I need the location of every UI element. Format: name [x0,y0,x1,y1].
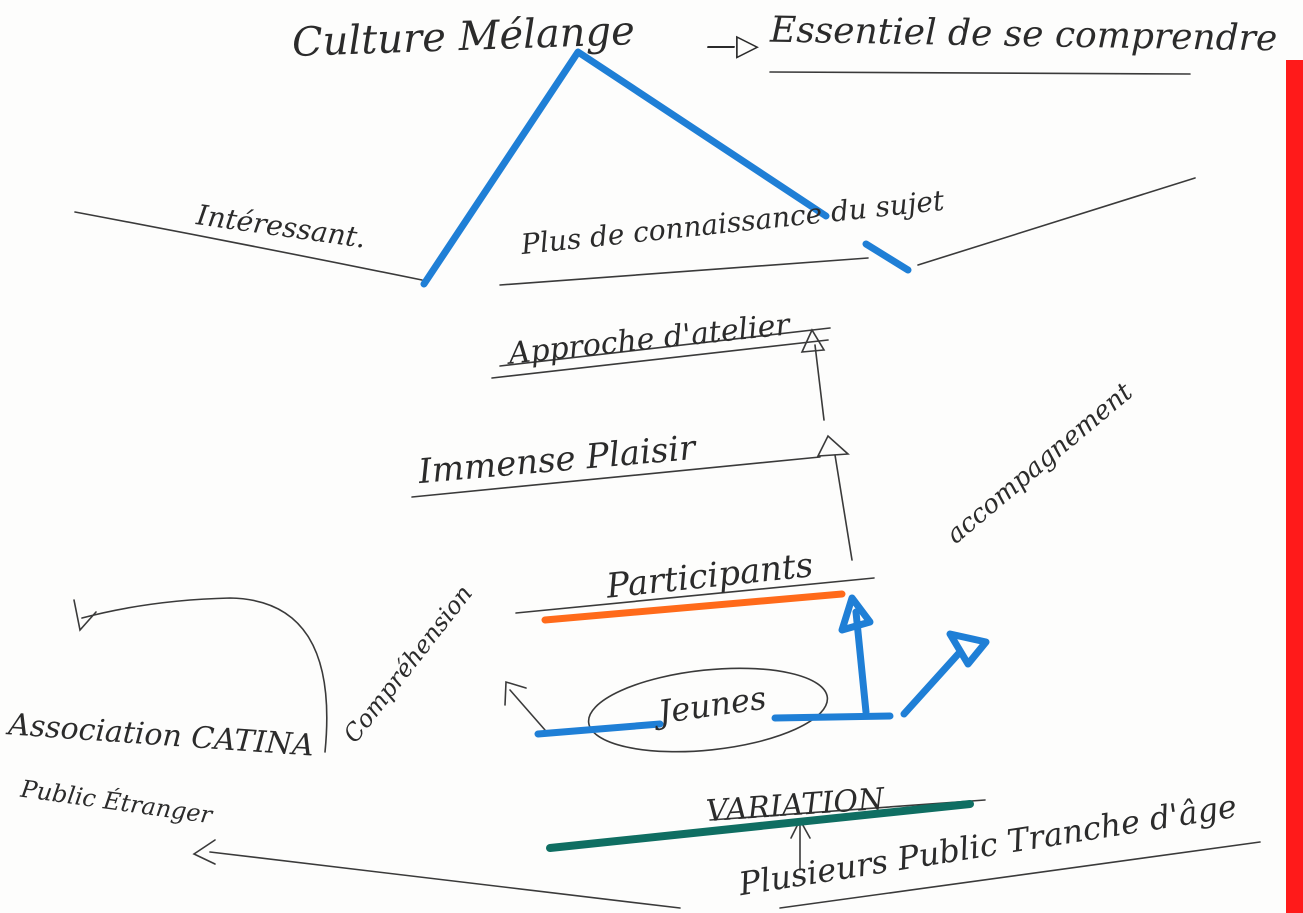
orange-participants-line [541,590,846,624]
interessant-underline [74,211,423,281]
arrow-to-essentiel: —▷ [706,28,760,63]
jeunes-ellipse [587,667,829,753]
participants-underline [515,577,875,614]
arrowhead-association [73,599,97,632]
approche-underline-1 [491,339,829,379]
arrowhead-approche [800,328,826,353]
blue-arrowhead-up [838,594,874,634]
green-variation-line [546,800,974,852]
essentiel-underline [769,71,1191,75]
arrowhead-plaisir [816,434,850,457]
plusieurs-underline [779,841,1261,909]
comprehension-arrow-line [509,689,546,731]
red-edge-strip [1286,60,1303,913]
right-slope-line [917,177,1196,266]
blue-arrow-accompagnement [900,648,964,718]
blue-jeunes-left [534,720,664,738]
bottom-long-line [209,851,681,909]
approche-underline-2 [499,327,831,367]
blue-arrowhead-accompagnement [946,630,990,668]
blue-jeunes-right [771,712,894,722]
arrowhead-comprehension [504,680,527,706]
arrow-plaisir-to-approche [814,344,825,421]
arrowhead-public-etranger [192,839,216,865]
association-curve [81,597,328,753]
connaissance-underline [499,257,869,286]
blue-peak-line [420,48,830,288]
arrow-participants-to-plaisir [834,454,853,561]
plaisir-underline [411,456,821,498]
blue-peak-tail [862,240,912,274]
